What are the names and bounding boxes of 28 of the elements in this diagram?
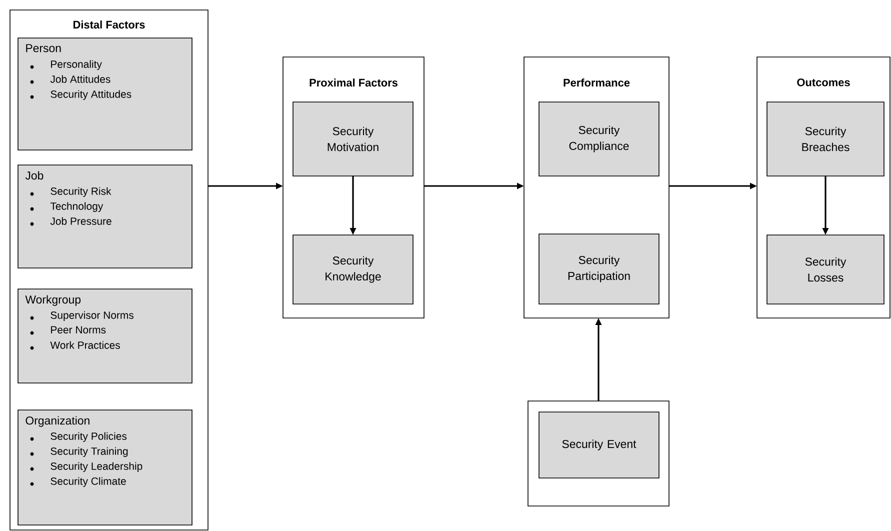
factor-box: Job Security Risk Technology Job Pressure xyxy=(18,164,192,268)
node-label: Work Practices xyxy=(50,341,120,349)
node-label: Technology xyxy=(50,202,104,212)
node-label: Supervisor Norms xyxy=(50,311,134,321)
node-label: Security Climate xyxy=(50,477,126,487)
node-label: Security Risk xyxy=(50,187,112,197)
node-label: Peer Norms xyxy=(51,326,106,334)
node-label: Security Policies xyxy=(50,432,127,442)
node-label: Job Attitudes xyxy=(50,75,110,83)
factor-box: Security Event xyxy=(538,412,660,478)
factor-box: Workgroup Supervisor Norms Peer Norms Work Practices xyxy=(18,288,192,384)
node-label: Security Leadership xyxy=(50,462,142,472)
factor-box: Security Breaches xyxy=(766,102,884,176)
node-label: Job xyxy=(25,171,44,180)
factor-box: Security Losses xyxy=(766,234,884,304)
node-label: Organization xyxy=(26,416,90,427)
factor-box: Security Compliance xyxy=(538,102,660,176)
factor-box: Security Knowledge xyxy=(292,234,414,304)
node-label: Job Pressure xyxy=(50,217,112,225)
node-label: Security Training xyxy=(50,447,128,457)
factor-box: Person Personality Job Attitudes Security Attitudes xyxy=(18,38,192,150)
factor-box: Security Participation xyxy=(538,234,660,304)
node-label: Security Attitudes xyxy=(50,90,132,100)
node-label: Personality xyxy=(51,60,102,70)
factor-box: Organization Security Policies Security Training Security Leadership Security Climate xyxy=(18,410,192,526)
factor-box: Security Motivation xyxy=(292,102,414,176)
node-label: Workgroup xyxy=(25,295,81,306)
node-label: Person xyxy=(26,44,61,52)
